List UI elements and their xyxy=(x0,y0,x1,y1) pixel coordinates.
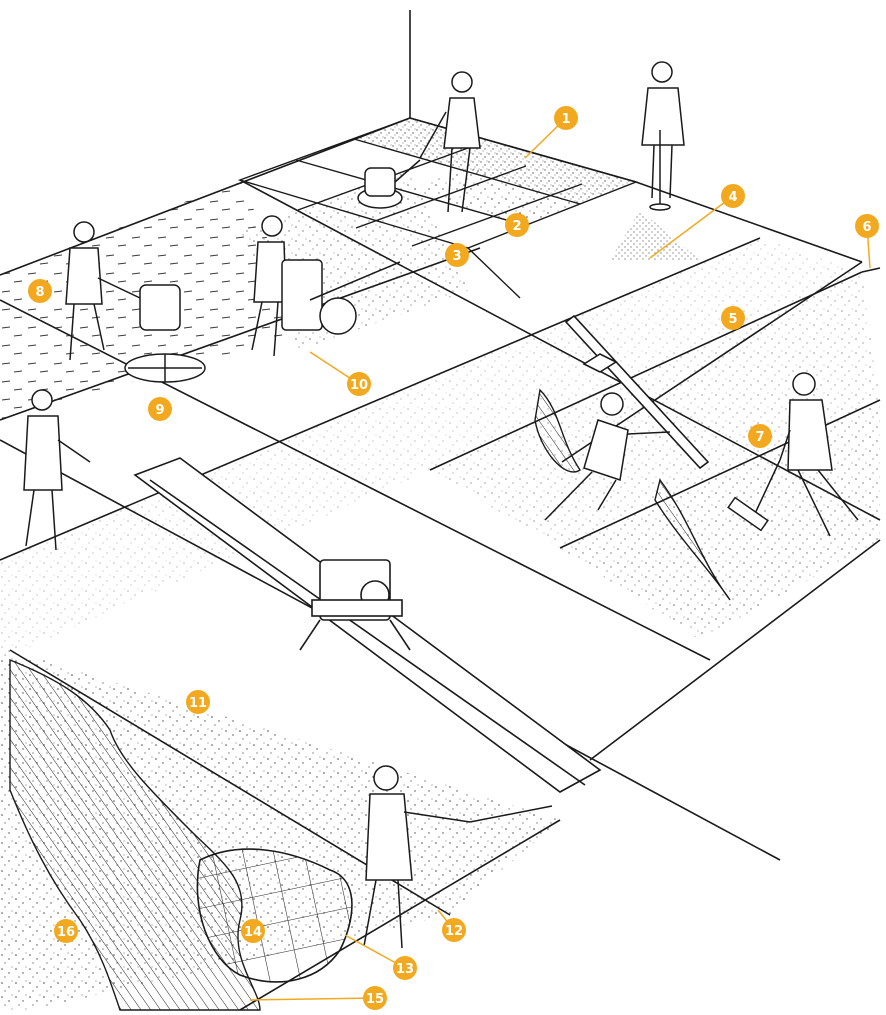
callout-14: 14 xyxy=(241,919,265,943)
callout-7: 7 xyxy=(748,424,772,448)
callout-4: 4 xyxy=(721,184,745,208)
callout-13-label: 13 xyxy=(396,962,414,977)
callout-4-label: 4 xyxy=(728,190,737,205)
callout-7-label: 7 xyxy=(755,430,764,445)
callout-12-label: 12 xyxy=(445,924,463,939)
callout-2: 2 xyxy=(505,213,529,237)
callout-6-label: 6 xyxy=(862,220,871,235)
callout-10: 10 xyxy=(347,372,371,396)
callout-8-label: 8 xyxy=(35,285,44,300)
callout-12: 12 xyxy=(442,918,466,942)
callout-2-label: 2 xyxy=(512,219,521,234)
callout-11-label: 11 xyxy=(189,696,207,711)
callout-9-label: 9 xyxy=(155,403,164,418)
callout-8: 8 xyxy=(28,279,52,303)
spray-mist xyxy=(610,210,700,260)
callout-5-label: 5 xyxy=(728,312,737,327)
callout-14-label: 14 xyxy=(244,925,262,940)
callout-3: 3 xyxy=(445,243,469,267)
callout-16: 16 xyxy=(54,919,78,943)
callout-1: 1 xyxy=(554,106,578,130)
callout-16-label: 16 xyxy=(57,925,75,940)
callout-15: 15 xyxy=(363,986,387,1010)
callout-9: 9 xyxy=(148,397,172,421)
callout-15-label: 15 xyxy=(366,992,384,1007)
callout-10-label: 10 xyxy=(350,378,368,393)
callout-11: 11 xyxy=(186,690,210,714)
callout-13: 13 xyxy=(393,956,417,980)
callout-6: 6 xyxy=(855,214,879,238)
callout-5: 5 xyxy=(721,306,745,330)
worker-spraying xyxy=(642,62,684,210)
callout-3-label: 3 xyxy=(452,249,461,264)
callout-1-label: 1 xyxy=(561,112,570,127)
